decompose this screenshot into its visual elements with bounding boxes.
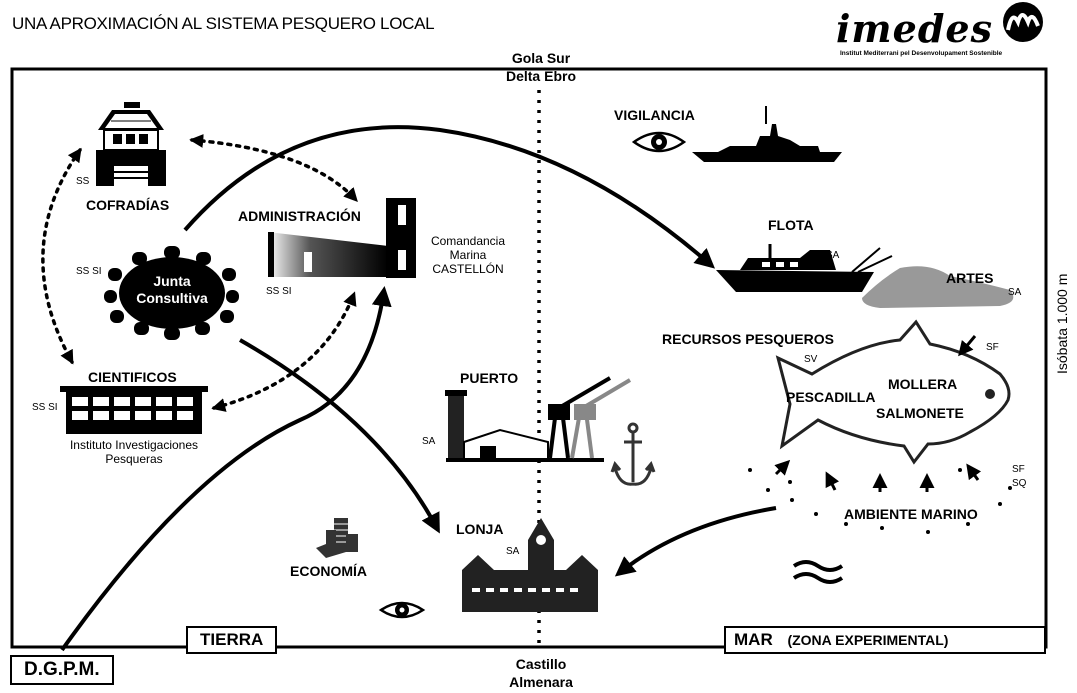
administracion-code: SS SI <box>266 286 292 297</box>
mar-zone-label: MAR <box>734 630 773 649</box>
lonja-building-icon <box>462 518 598 612</box>
fishing-net-shape <box>862 266 1014 308</box>
south-boundary: Castillo Almenara <box>486 655 596 691</box>
south-boundary-line2: Almenara <box>509 674 573 690</box>
cientificos-desc-line2: Pesqueras <box>105 452 163 466</box>
junta-line1: Junta <box>153 273 191 289</box>
lonja-label: LONJA <box>456 521 504 537</box>
species-pescadilla: PESCADILLA <box>786 389 876 405</box>
economia-eye-icon <box>378 601 426 619</box>
cofradias-cientificos-link <box>41 147 82 365</box>
south-boundary-line1: Castillo <box>515 656 567 672</box>
recursos-fish-code: SV <box>804 354 818 365</box>
dotted-arrows <box>41 133 358 412</box>
recursos-label: RECURSOS PESQUEROS <box>662 331 834 347</box>
puerto-code: SA <box>422 436 436 447</box>
cientificos-desc-line1: Instituto Investigaciones <box>69 438 199 452</box>
dgpm-to-administracion-arrow <box>60 286 392 652</box>
lonja-code: SA <box>506 546 520 557</box>
flota-label: FLOTA <box>768 217 814 233</box>
imedes-logo-subtitle: Institut Mediterrani pel Desenvolupament… <box>840 50 1003 57</box>
vigilancia-label: VIGILANCIA <box>614 107 695 123</box>
mar-to-lonja-arrow <box>614 506 777 577</box>
north-boundary-line1: Gola Sur <box>511 50 571 66</box>
species-salmonete: SALMONETE <box>876 405 964 421</box>
junta-line2: Consultiva <box>136 290 208 306</box>
flota-code: SA <box>826 250 840 261</box>
artes-code: SA <box>1008 287 1022 298</box>
cofradias-building-icon <box>96 102 166 186</box>
cofradias-code: SS <box>76 176 90 187</box>
mar-zone-box: MAR (ZONA EXPERIMENTAL) <box>724 626 1046 654</box>
mar-zone-note: (ZONA EXPERIMENTAL) <box>787 632 949 648</box>
patrol-ship-icon <box>692 106 842 162</box>
economia-label: ECONOMÍA <box>290 563 367 579</box>
cientificos-label: CIENTIFICOS <box>88 369 177 385</box>
administracion-desc-line1: Comandancia <box>430 234 506 248</box>
ambiente-marino-dots <box>748 468 1012 534</box>
system-frame <box>10 67 1048 649</box>
administracion-desc-line2: Marina <box>449 248 487 262</box>
puerto-harbour-icon <box>445 376 632 462</box>
tierra-zone-label: TIERRA <box>186 626 278 654</box>
cientificos-administracion-link <box>211 291 357 412</box>
coins-icon <box>316 518 358 558</box>
administracion-desc-line3: CASTELLÓN <box>432 262 504 276</box>
north-boundary-line2: Delta Ebro <box>505 68 576 84</box>
junta-consultiva-table-icon <box>104 246 239 340</box>
waves-icon <box>792 560 844 584</box>
north-boundary: Gola Sur Delta Ebro <box>486 49 596 85</box>
cientificos-code: SS SI <box>32 402 58 413</box>
administracion-desc: Comandancia Marina CASTELLÓN <box>420 234 516 276</box>
species-mollera: MOLLERA <box>888 376 958 392</box>
anchor-icon <box>610 422 656 486</box>
ambiente-marino-arrows <box>774 335 982 492</box>
fishing-boat-icon <box>716 244 893 292</box>
east-boundary: Isóbata 1.000 m <box>1054 273 1070 374</box>
imedes-logo: imedes <box>836 6 993 51</box>
ambiente-code-sf: SF <box>1012 464 1025 475</box>
cofradias-label: COFRADÍAS <box>86 197 170 213</box>
fish-outline-icon <box>775 319 1011 465</box>
page-title: UNA APROXIMACIÓN AL SISTEMA PESQUERO LOC… <box>12 14 435 33</box>
vigilancia-eye-icon <box>631 131 687 153</box>
artes-label: ARTES <box>946 270 994 286</box>
ambiente-label: AMBIENTE MARINO <box>844 506 978 522</box>
junta-code: SS SI <box>76 266 102 277</box>
cientificos-building-icon <box>60 386 208 434</box>
administracion-building-icon <box>268 198 416 278</box>
ambiente-code-sq: SQ <box>1012 478 1027 489</box>
dgpm-label: D.G.P.M. <box>10 655 114 685</box>
cientificos-desc: Instituto Investigaciones Pesqueras <box>46 438 222 466</box>
cofradias-administracion-link <box>189 133 358 203</box>
recursos-arrow-code: SF <box>986 342 999 353</box>
puerto-label: PUERTO <box>460 370 519 386</box>
junta-label: Junta Consultiva <box>120 273 224 307</box>
imedes-emblem-icon <box>1003 2 1043 42</box>
administracion-label: ADMINISTRACIÓN <box>238 208 361 224</box>
